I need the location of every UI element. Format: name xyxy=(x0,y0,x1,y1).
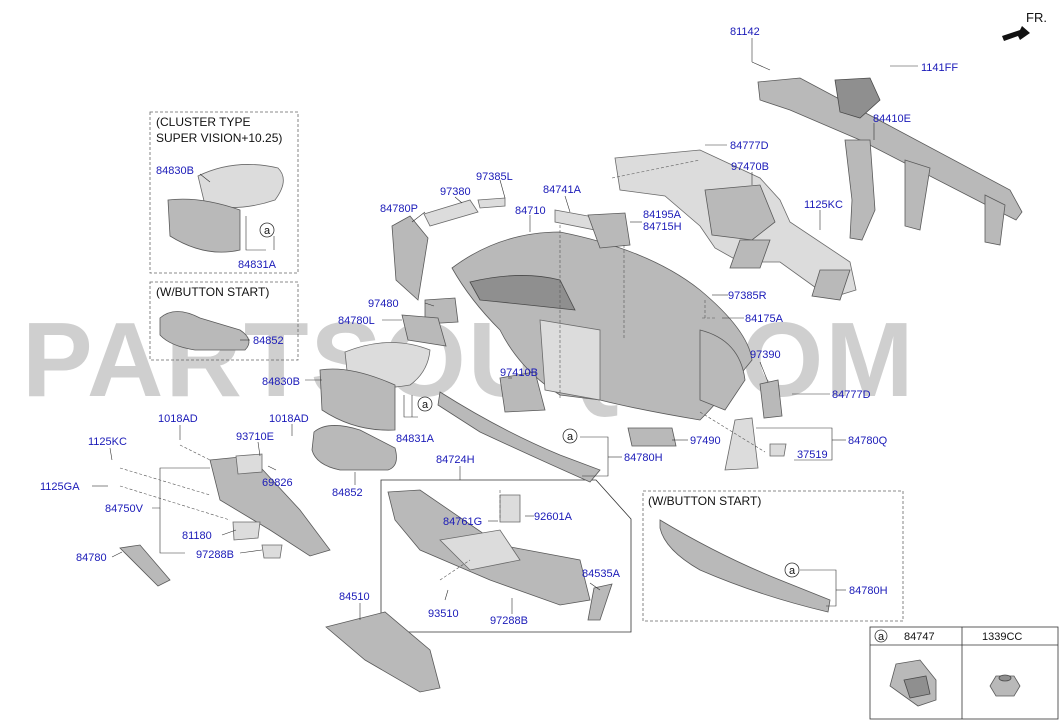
label-84780L: 84780L xyxy=(338,315,375,327)
label-84715H: 84715H xyxy=(643,221,682,233)
label-93510: 93510 xyxy=(428,608,459,620)
label-84852-mid: 84852 xyxy=(332,487,363,499)
label-84535A: 84535A xyxy=(582,568,621,580)
label-84830B-top: 84830B xyxy=(156,165,194,177)
label-84761G: 84761G xyxy=(443,516,482,528)
label-81142: 81142 xyxy=(730,26,760,38)
label-97410B: 97410B xyxy=(500,367,538,379)
front-arrow-icon xyxy=(1002,26,1030,41)
svg-text:a: a xyxy=(422,399,429,411)
label-1125KC-right: 1125KC xyxy=(804,199,843,211)
label-84831A-mid: 84831A xyxy=(396,433,435,445)
nut-1339CC-icon xyxy=(989,674,1021,697)
label-97385L: 97385L xyxy=(476,171,513,183)
main-crash-pad xyxy=(451,231,753,421)
vent-housing-left xyxy=(401,314,447,347)
legend-col2-label: 1339CC xyxy=(982,631,1022,643)
label-1125GA: 1125GA xyxy=(40,481,80,493)
cluster-fascia-mid xyxy=(319,342,431,431)
legend-callout-letter: a xyxy=(878,631,885,643)
label-84777D-mid: 84777D xyxy=(832,389,871,401)
label-97385R: 97385R xyxy=(728,290,767,302)
defroster-grille-small xyxy=(477,197,506,209)
button-start-note-left: (W/BUTTON START) xyxy=(156,285,269,299)
cluster-fascia-top xyxy=(167,164,284,253)
label-84724H: 84724H xyxy=(436,454,475,466)
callout-a-box: a xyxy=(784,562,800,578)
label-97380: 97380 xyxy=(440,186,471,198)
label-84741A: 84741A xyxy=(543,184,582,196)
callout-a-top: a xyxy=(259,222,275,238)
label-97288B-mid: 97288B xyxy=(490,615,528,627)
label-84195A: 84195A xyxy=(643,209,682,221)
label-97480: 97480 xyxy=(368,298,399,310)
label-69826: 69826 xyxy=(262,477,293,489)
svg-text:a: a xyxy=(789,565,796,577)
passenger-vent xyxy=(627,427,677,447)
leader-lines xyxy=(92,38,918,620)
svg-text:a: a xyxy=(567,431,574,443)
svg-text:a: a xyxy=(264,225,271,237)
assembly-dashed-lines xyxy=(119,159,766,581)
cluster-type-box xyxy=(149,111,299,274)
callout-a-mid: a xyxy=(417,396,433,412)
label-84777D-top: 84777D xyxy=(730,140,769,152)
label-84780Q: 84780Q xyxy=(848,435,888,447)
label-84510: 84510 xyxy=(339,591,370,603)
label-1018AD-right: 1018AD xyxy=(269,413,309,425)
label-92601A: 92601A xyxy=(534,511,573,523)
label-97390: 97390 xyxy=(750,349,781,361)
cluster-note-line1: (CLUSTER TYPE xyxy=(156,115,250,129)
glove-box-subassembly-parts xyxy=(387,489,613,621)
start-button-panel xyxy=(159,311,250,351)
legend-callout-circle xyxy=(874,629,888,643)
front-direction-indicator: FR. xyxy=(1002,10,1047,41)
center-vent xyxy=(499,371,546,413)
label-81180: 81180 xyxy=(182,530,212,542)
cowl-crossmember-bar xyxy=(757,77,1023,246)
callout-a-trim: a xyxy=(562,428,578,444)
right-side-vent xyxy=(759,379,783,419)
side-garnish xyxy=(423,199,479,227)
button-start-box-left xyxy=(149,281,299,361)
glove-box-subassembly-frame xyxy=(380,479,632,633)
label-84780H-mid: 84780H xyxy=(624,452,663,464)
legend-col1-label: 84747 xyxy=(904,631,935,643)
fastener-legend-table: a 84747 1339CC xyxy=(869,626,1059,720)
label-84410E: 84410E xyxy=(873,113,911,125)
clip-84747-icon xyxy=(889,659,937,707)
label-97470B: 97470B xyxy=(731,161,769,173)
label-84780H-box: 84780H xyxy=(849,585,888,597)
start-button-panel-mid xyxy=(311,425,397,471)
label-93710E: 93710E xyxy=(236,431,274,443)
label-84852-top: 84852 xyxy=(253,335,284,347)
glove-box-lid xyxy=(325,611,441,693)
part-labels: 81142 1141FF 84410E 84777D 97470B 1125KC… xyxy=(40,26,958,627)
label-1018AD-left: 1018AD xyxy=(158,413,198,425)
air-duct xyxy=(614,149,857,301)
label-97490: 97490 xyxy=(690,435,721,447)
label-84750V: 84750V xyxy=(105,503,144,515)
label-37519: 37519 xyxy=(797,449,828,461)
label-84710: 84710 xyxy=(515,205,546,217)
label-84780P: 84780P xyxy=(380,203,418,215)
label-84830B-mid: 84830B xyxy=(262,376,300,388)
button-start-note-right: (W/BUTTON START) xyxy=(648,494,761,508)
garnish-trim-right xyxy=(659,519,831,613)
lower-panel-left xyxy=(119,453,331,587)
label-1125KC-left: 1125KC xyxy=(88,436,127,448)
button-start-box-right xyxy=(642,490,904,622)
label-97288B-left: 97288B xyxy=(196,549,234,561)
cluster-note-line2: SUPER VISION+10.25) xyxy=(156,131,282,145)
label-84780: 84780 xyxy=(76,552,107,564)
speaker-grille xyxy=(587,212,631,249)
right-side-cover xyxy=(724,417,759,471)
front-direction-label: FR. xyxy=(1026,10,1047,25)
left-side-panel xyxy=(391,215,429,301)
label-1141FF: 1141FF xyxy=(921,62,958,74)
label-84831A-top: 84831A xyxy=(238,259,277,271)
small-cover-37519 xyxy=(769,443,787,457)
label-84175A: 84175A xyxy=(745,313,784,325)
